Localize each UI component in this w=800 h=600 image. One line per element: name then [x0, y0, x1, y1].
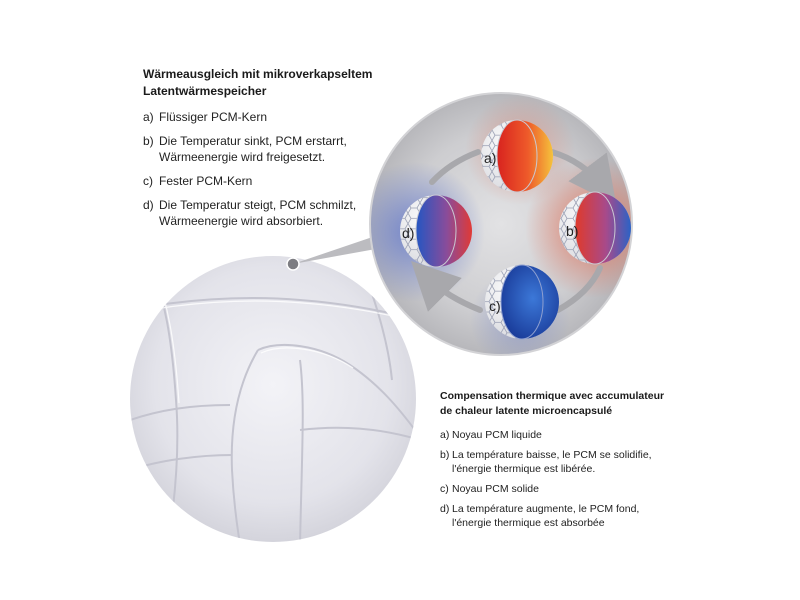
french-item-b: b) La température baisse, le PCM se soli… — [440, 449, 652, 475]
capsule-c-label: c) — [489, 298, 501, 314]
german-item-d: d) Die Temperatur steigt, PCM schmilzt,W… — [143, 198, 357, 228]
capsule-d-label: d) — [402, 225, 414, 241]
french-title: Compensation thermique avec accumulateur… — [440, 390, 665, 417]
cycle-arrows — [411, 149, 617, 313]
german-item-c: c) Fester PCM-Kern — [143, 174, 253, 188]
french-item-a: a) Noyau PCM liquide — [440, 429, 542, 441]
french-item-c: c) Noyau PCM solide — [440, 483, 539, 495]
capsule-a — [481, 119, 553, 193]
capsule-b-label: b) — [566, 223, 578, 239]
german-item-a: a) Flüssiger PCM-Kern — [143, 110, 268, 124]
french-legend: Compensation thermique avec accumulateur… — [440, 389, 685, 536]
french-item-d: d) La température augmente, le PCM fond,… — [440, 503, 640, 529]
german-legend: Wärmeausgleich mit mikroverkapseltem Lat… — [143, 66, 403, 237]
capsule-c — [485, 264, 559, 340]
german-item-b: b) Die Temperatur sinkt, PCM erstarrt,Wä… — [143, 134, 347, 164]
capsule-b — [559, 191, 631, 265]
capsule-a-label: a) — [484, 150, 496, 166]
capsule-d — [400, 194, 472, 268]
german-title: Wärmeausgleich mit mikroverkapseltem Lat… — [143, 67, 373, 98]
fabric-circle — [130, 256, 416, 542]
zoom-connector — [286, 231, 392, 271]
